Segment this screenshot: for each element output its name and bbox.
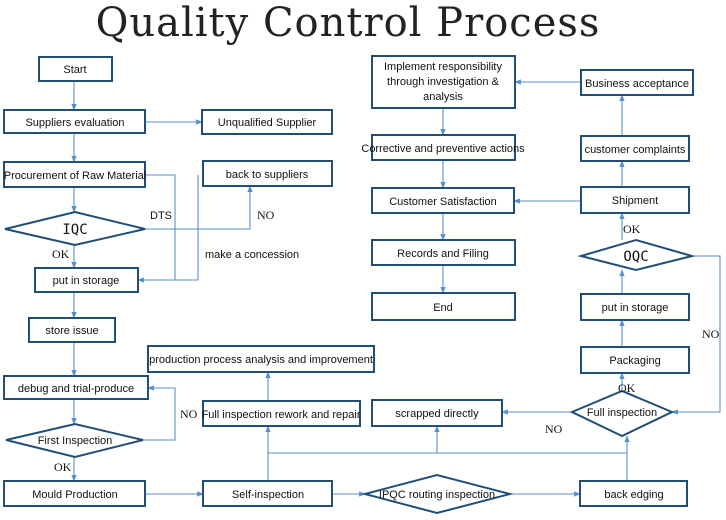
- iqc-label: IQC: [62, 222, 87, 238]
- edge-bus: [267, 452, 628, 481]
- implement-line-3: analysis: [423, 91, 463, 103]
- ipqc-label: IPQC routing inspection: [379, 489, 495, 501]
- no-full-label: NO: [545, 422, 563, 436]
- production-analysis-label: production process analysis and improvem…: [149, 354, 373, 366]
- customer-complaints-label: customer complaints: [585, 144, 686, 156]
- customer-satisfaction-node: [371, 187, 515, 214]
- mould-production-node: [3, 480, 146, 507]
- first-inspection-decision: [5, 422, 144, 459]
- back-edging-label: back edging: [604, 489, 663, 501]
- business-acceptance-label: Business acceptance: [585, 78, 689, 90]
- shipment-node: [580, 186, 690, 214]
- implement-responsibility-node: [371, 55, 516, 109]
- implement-line-2: through investigation &: [387, 76, 500, 88]
- store-issue-label: store issue: [45, 325, 98, 337]
- customer-complaints-node: [580, 135, 690, 162]
- corrective-actions-label: Corrective and preventive actions: [361, 143, 525, 155]
- records-filing-node: [371, 239, 516, 266]
- put-in-storage-right-label: put in storage: [602, 302, 669, 314]
- ipqc-decision: [361, 473, 514, 515]
- edge-concession: [175, 175, 199, 281]
- full-rework-label: Full inspection rework and repair: [202, 409, 361, 421]
- no-first-label: NO: [180, 407, 198, 421]
- procurement-node: [3, 161, 146, 188]
- full-inspection-decision: [569, 389, 675, 438]
- end-label: End: [433, 302, 453, 314]
- unqualified-supplier-label: Unqualified Supplier: [218, 117, 317, 129]
- diagram-title: Quality Control Process: [96, 0, 601, 46]
- start-node: [38, 56, 113, 82]
- back-edging-node: [579, 480, 688, 507]
- implement-line-1: Implement responsibility: [384, 61, 502, 73]
- back-to-suppliers-label: back to suppliers: [226, 169, 309, 181]
- put-in-storage-right-node: [580, 293, 690, 321]
- back-to-suppliers-node: [202, 160, 333, 187]
- business-acceptance-node: [580, 69, 694, 96]
- ok-iqc-label: OK: [52, 247, 70, 261]
- suppliers-evaluation-label: Suppliers evaluation: [25, 117, 124, 129]
- start-label: Start: [63, 64, 86, 76]
- oqc-label: OQC: [623, 249, 648, 265]
- first-inspection-label: First Inspection: [38, 435, 113, 447]
- mould-production-label: Mould Production: [32, 489, 118, 501]
- packaging-node: [580, 346, 690, 374]
- scrapped-directly-node: [371, 399, 503, 427]
- shipment-label: Shipment: [612, 195, 658, 207]
- oqc-decision: [577, 238, 696, 272]
- full-inspection-label: Full inspection: [587, 407, 657, 419]
- no-iqc-label: NO: [257, 208, 275, 222]
- procurement-label: Procurement of Raw Material: [4, 170, 146, 182]
- iqc-decision: [4, 210, 146, 247]
- connectors: [71, 79, 721, 497]
- edge-procurement-dts: [137, 174, 176, 283]
- debug-trial-label: debug and trial-produce: [18, 383, 134, 395]
- end-node: [371, 292, 516, 321]
- records-filing-label: Records and Filing: [397, 248, 489, 260]
- ok-first-label: OK: [54, 460, 72, 474]
- unqualified-supplier-node: [201, 109, 333, 135]
- dts-label: DTS: [150, 210, 172, 222]
- edge-first-no: [143, 385, 176, 441]
- production-analysis-node: [147, 345, 375, 373]
- self-inspection-node: [202, 480, 333, 507]
- customer-satisfaction-label: Customer Satisfaction: [389, 196, 497, 208]
- concession-label: make a concession: [205, 249, 299, 261]
- corrective-actions-node: [371, 134, 516, 161]
- edge-iqc-no: [145, 185, 253, 230]
- packaging-label: Packaging: [609, 355, 660, 367]
- ok-full-label: OK: [618, 381, 636, 395]
- scrapped-directly-label: scrapped directly: [395, 408, 479, 420]
- put-in-storage-left-node: [34, 267, 139, 293]
- no-oqc-label: NO: [702, 327, 720, 341]
- debug-trial-node: [3, 375, 149, 400]
- suppliers-evaluation-node: [3, 109, 146, 134]
- store-issue-node: [28, 317, 116, 343]
- full-rework-node: [202, 400, 361, 427]
- put-in-storage-left-label: put in storage: [53, 275, 120, 287]
- self-inspection-label: Self-inspection: [232, 489, 304, 501]
- ok-oqc-label: OK: [623, 222, 641, 236]
